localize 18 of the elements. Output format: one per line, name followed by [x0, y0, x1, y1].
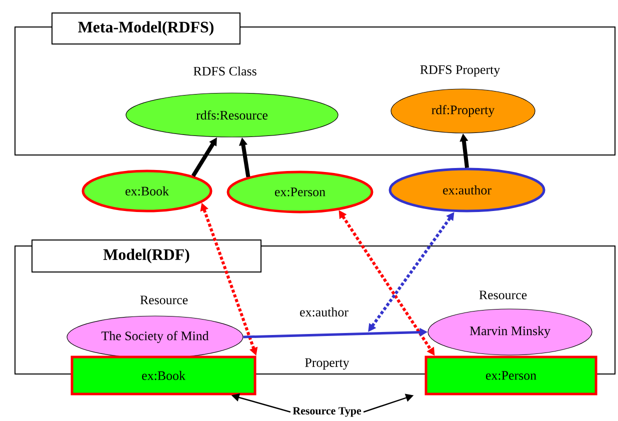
ellipse-node: rdf:Property	[390, 88, 536, 134]
ellipse-node: The Society of Mind	[66, 316, 244, 358]
ellipse-node: Marvin Minsky	[428, 308, 592, 356]
type-box: ex:Book	[70, 356, 256, 396]
type-box: ex:Person	[424, 356, 598, 396]
category-label: Resource	[140, 296, 188, 304]
category-label: Resource	[479, 290, 527, 300]
heading-box: Model(RDF)	[32, 240, 262, 272]
caption-text: Resource Type	[292, 407, 362, 417]
ellipse-node: rdfs:Resource	[126, 92, 338, 138]
category-label: RDFS Property	[420, 65, 500, 77]
ellipse-node: ex:Person	[226, 170, 374, 214]
property-label: Property	[305, 358, 350, 370]
edge-label: ex:author	[300, 307, 348, 317]
category-label: RDFS Class	[194, 66, 256, 76]
ellipse-node: ex:author	[388, 168, 546, 212]
ellipse-node: ex:Book	[82, 170, 212, 212]
heading-box: Meta-Model(RDFS)	[52, 12, 240, 44]
